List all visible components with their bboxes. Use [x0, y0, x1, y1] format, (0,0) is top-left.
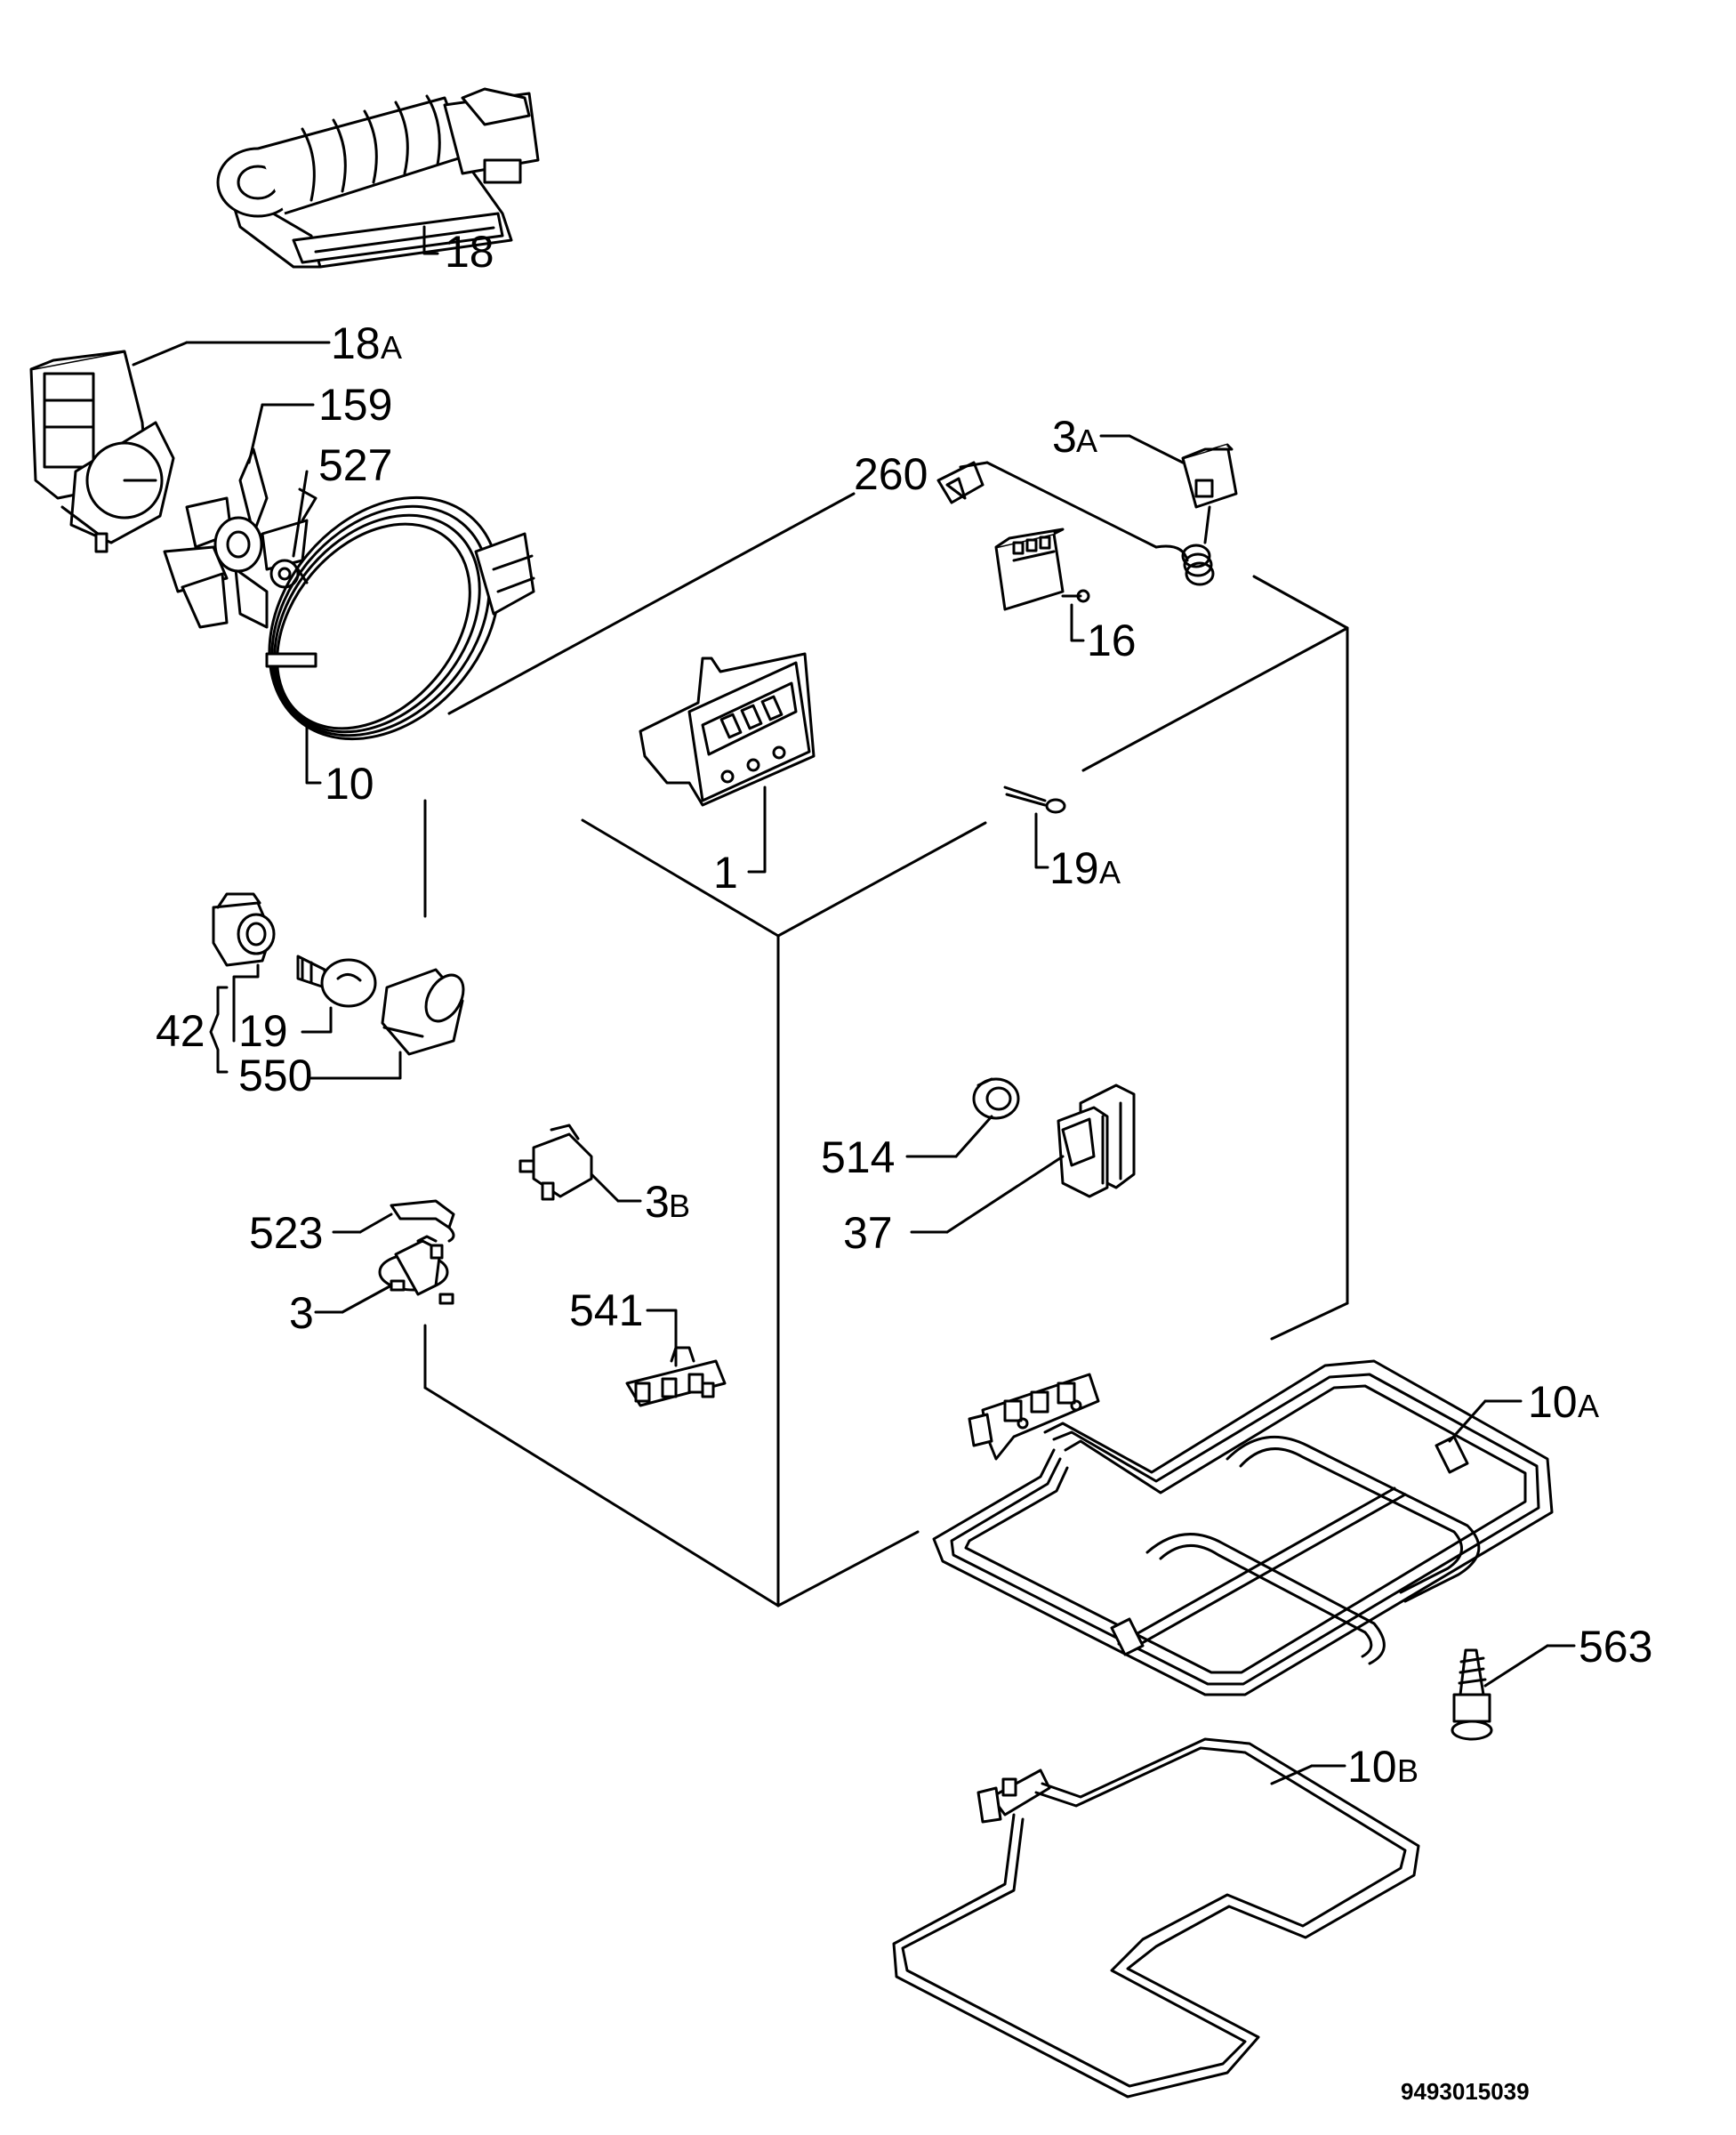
label-3a-number: 3 [1052, 412, 1077, 462]
screw-part [1451, 1648, 1493, 1741]
label-541: 541 [569, 1285, 643, 1335]
label-159: 159 [318, 380, 392, 430]
switch-part [994, 528, 1090, 611]
callout-10b: 10 B [1270, 1742, 1419, 1792]
clip-part [390, 1199, 455, 1243]
label-260: 260 [854, 449, 928, 499]
timer-part [639, 652, 816, 807]
label-3b-suffix: B [669, 1188, 690, 1224]
label-523: 523 [249, 1208, 323, 1258]
label-550: 550 [238, 1051, 312, 1100]
connector-part [518, 1124, 593, 1201]
label-1: 1 [713, 848, 738, 898]
bulb-part [296, 955, 377, 1008]
lamp-holder-part [212, 892, 276, 967]
callout-18: 18 [422, 225, 494, 277]
fan-motor-part [29, 350, 175, 553]
sensor-part [936, 461, 989, 504]
label-16: 16 [1087, 616, 1137, 665]
callout-1: 1 [713, 786, 767, 898]
callout-16: 16 [1070, 603, 1137, 665]
label-19a-number: 19 [1049, 843, 1099, 893]
callout-563: 563 [1483, 1622, 1652, 1688]
label-514: 514 [821, 1132, 895, 1182]
drawing-code: 9493015039 [1401, 2078, 1530, 2105]
label-18a-number: 18 [331, 318, 381, 368]
callout-18a: 18 A [132, 318, 402, 368]
oven-cavity-outline [423, 492, 1349, 1607]
label-527: 527 [318, 440, 392, 490]
callout-37: 37 [843, 1155, 1065, 1258]
fan-blade-part [163, 447, 309, 629]
callout-3a: 3 A [1052, 412, 1185, 464]
callout-3b: 3 B [590, 1172, 690, 1227]
safety-thermostat-part [378, 1235, 454, 1305]
callout-10: 10 [305, 719, 374, 809]
label-3a-suffix: A [1076, 423, 1097, 459]
label-37: 37 [843, 1208, 893, 1258]
grommet-part [972, 1077, 1020, 1120]
label-10b-suffix: B [1397, 1752, 1419, 1789]
callout-lamp-group: 42 19 550 [156, 963, 402, 1100]
terminal-block-part [1057, 1084, 1136, 1198]
label-3: 3 [289, 1288, 314, 1338]
tangential-fan-part [216, 87, 540, 269]
terminal-strip-part [625, 1346, 727, 1407]
label-10a-suffix: A [1578, 1388, 1599, 1424]
lamp-cover-part [381, 968, 465, 1056]
label-10b-number: 10 [1347, 1742, 1397, 1792]
probe-part [1003, 786, 1066, 814]
callout-260: 260 [854, 449, 928, 499]
label-563: 563 [1579, 1622, 1652, 1672]
label-3b-number: 3 [645, 1177, 670, 1227]
callout-10a: 10 A [1448, 1377, 1599, 1443]
label-18: 18 [445, 227, 494, 277]
label-19a-suffix: A [1099, 854, 1121, 890]
callout-527: 527 [292, 440, 392, 558]
label-18a-suffix: A [381, 329, 402, 366]
callout-3: 3 [289, 1284, 393, 1338]
callout-159: 159 [247, 380, 392, 464]
label-19: 19 [238, 1006, 288, 1056]
label-10a-number: 10 [1528, 1377, 1578, 1427]
bottom-element-part [892, 1737, 1420, 2099]
callout-514: 514 [821, 1115, 993, 1182]
callout-19a: 19 A [1034, 812, 1121, 893]
thermostat-part [985, 443, 1238, 586]
label-10: 10 [325, 759, 374, 809]
top-element-part [932, 1359, 1554, 1696]
callout-541: 541 [569, 1285, 678, 1367]
circular-element-part [265, 495, 535, 741]
callout-523: 523 [249, 1208, 393, 1258]
label-42: 42 [156, 1006, 205, 1056]
